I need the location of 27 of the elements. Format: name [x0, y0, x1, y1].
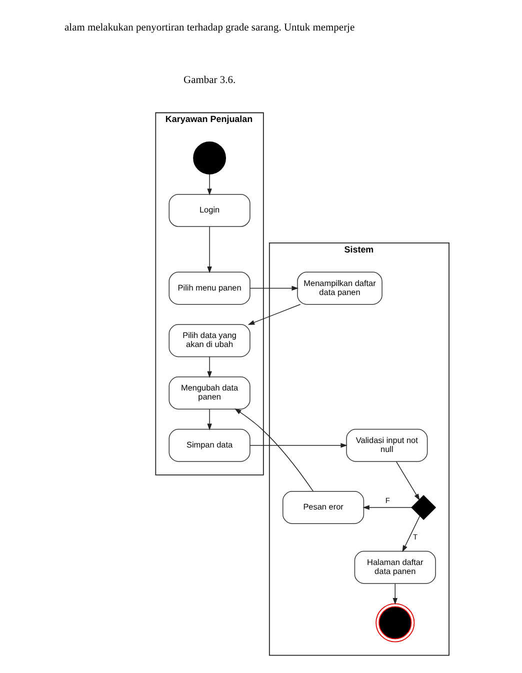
arrow: [207, 356, 212, 378]
arrow: [392, 583, 398, 605]
arrow: [396, 461, 420, 501]
node-box: Pilih data yang akan di ubah: [168, 324, 250, 358]
node-box: Pilih menu panen: [168, 272, 250, 305]
node-box: Login: [168, 194, 250, 227]
arrow: [207, 174, 212, 196]
arrow: [207, 408, 212, 430]
edge-label: F: [385, 496, 390, 506]
arrow: [402, 516, 420, 552]
node-box: Menampilkan daftar data panen: [297, 272, 382, 305]
arrow: [362, 505, 412, 510]
label: Gambar 3.6.: [184, 74, 236, 86]
edge-label: T: [413, 532, 418, 542]
node-circle: [193, 142, 226, 174]
node-box: Validasi input not null: [346, 428, 428, 462]
arrow: [250, 443, 348, 448]
node-box: Pesan eror: [282, 491, 364, 524]
node-bullseye: [376, 603, 415, 642]
node-box: Mengubah data panen: [168, 376, 250, 410]
arrow: [250, 286, 298, 291]
node-box: Halaman daftar data panen: [354, 550, 436, 584]
arrow: [207, 226, 212, 274]
arrow: [234, 408, 314, 492]
label: alam melakukan penyortiran terhadap grade sarang. Untuk memperje: [64, 22, 355, 34]
node-box: Simpan data: [168, 428, 250, 462]
arrow: [248, 304, 301, 325]
